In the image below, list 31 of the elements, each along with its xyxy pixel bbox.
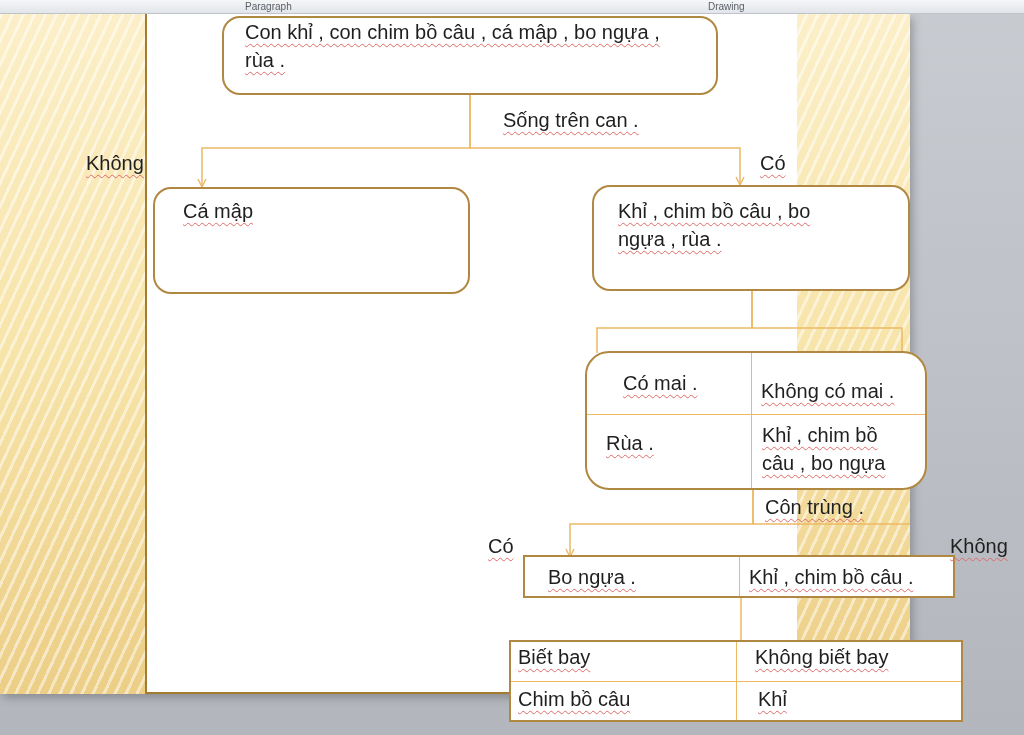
node-text: Có mai . bbox=[623, 371, 698, 396]
node-text: Khỉ , chim bồ câu , bo ngựa bbox=[762, 423, 887, 476]
table-cell bbox=[511, 642, 737, 682]
connector-line bbox=[751, 290, 903, 354]
node-text: Chim bồ câu bbox=[518, 687, 631, 712]
node-text: Bo ngựa . bbox=[548, 565, 636, 590]
branch-label: Có bbox=[760, 151, 786, 176]
node-text: Khỉ , chim bồ câu , bo ngựa , rùa . bbox=[618, 199, 812, 252]
branch-label: Có bbox=[488, 534, 514, 559]
node-text: Không có mai . bbox=[761, 379, 895, 404]
question-label: Côn trùng . bbox=[765, 495, 864, 520]
question-label: Sống trên can . bbox=[503, 108, 639, 133]
table-cell bbox=[587, 353, 752, 415]
node-text: Khỉ bbox=[758, 687, 787, 712]
connector-line bbox=[752, 487, 911, 525]
node-text: Rùa . bbox=[606, 431, 654, 456]
ribbon-group-label: Drawing bbox=[708, 0, 745, 13]
category-box bbox=[222, 16, 718, 95]
node-text: Không biết bay bbox=[755, 645, 889, 670]
connector-arrow bbox=[469, 94, 745, 186]
branch-label: Không bbox=[950, 534, 1008, 559]
result-table bbox=[523, 555, 955, 598]
branch-label: Không bbox=[86, 151, 144, 176]
node-text: Biết bay bbox=[518, 645, 591, 670]
result-table bbox=[509, 640, 963, 722]
node-text: Con khỉ , con chim bồ câu , cá mập , bo ngựa , rùa . bbox=[245, 20, 661, 73]
category-box bbox=[592, 185, 910, 291]
node-text: Khỉ , chim bồ câu . bbox=[749, 565, 914, 590]
node-text: Cá mập bbox=[183, 199, 254, 224]
category-box bbox=[153, 187, 470, 294]
rounded-table bbox=[585, 351, 927, 490]
